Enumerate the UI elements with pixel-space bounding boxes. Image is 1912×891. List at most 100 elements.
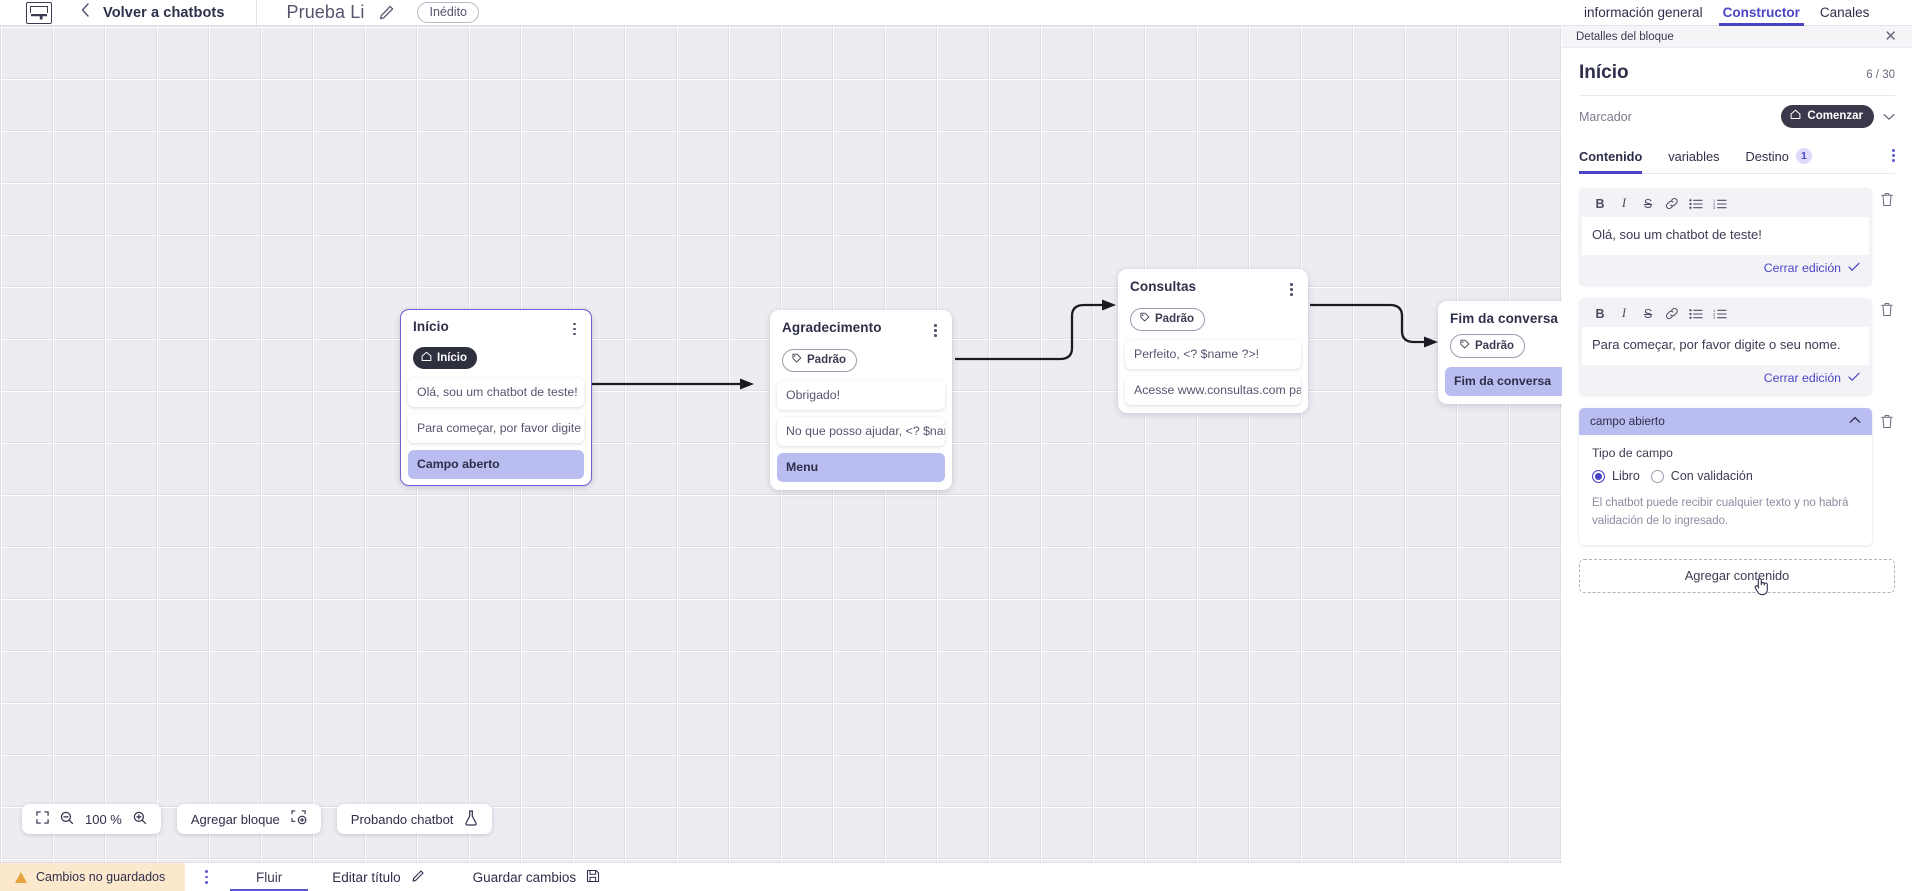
test-chatbot-button[interactable]: Probando chatbot <box>336 804 493 834</box>
open-field-title: campo abierto <box>1590 414 1665 429</box>
link-icon[interactable] <box>1660 305 1684 322</box>
bold-icon[interactable]: B <box>1595 306 1605 321</box>
zoom-level: 100 % <box>85 811 122 827</box>
link-icon[interactable] <box>1660 195 1684 212</box>
back-to-chatbots-link[interactable]: Volver a chatbots <box>103 4 225 21</box>
marker-start-badge[interactable]: Comenzar <box>1781 105 1874 128</box>
chevron-down-icon[interactable] <box>1883 110 1895 124</box>
svg-text:3: 3 <box>1713 315 1715 320</box>
marker-row: Marcador Comenzar <box>1579 96 1895 134</box>
node-message[interactable]: Obrigado! <box>777 381 945 411</box>
chevron-left-icon[interactable] <box>80 2 90 21</box>
field-type-label: Tipo de campo <box>1592 446 1673 461</box>
tab-fluir[interactable]: Fluir <box>230 863 309 891</box>
brand-logo-icon[interactable] <box>26 1 52 24</box>
node-header: Agradecimento <box>770 320 952 341</box>
node-tag-label: Padrão <box>1475 339 1514 352</box>
tab-destino[interactable]: Destino 1 <box>1745 142 1812 173</box>
trash-icon[interactable] <box>1879 408 1895 429</box>
pencil-icon[interactable] <box>378 4 395 21</box>
save-changes-button[interactable]: Guardar cambios <box>449 869 625 886</box>
marker-control[interactable]: Comenzar <box>1781 105 1895 128</box>
flow-node-agradecimento[interactable]: Agradecimento Padrão Obrigado! No que po… <box>770 310 952 491</box>
bullet-list-icon[interactable] <box>1684 305 1708 322</box>
panel-tab-bar: información general Constructor Canales <box>1562 0 1912 26</box>
italic-icon[interactable]: I <box>1621 306 1627 321</box>
check-icon[interactable] <box>1848 261 1860 275</box>
node-message[interactable]: Olá, sou um chatbot de teste! <box>408 377 584 407</box>
node-message[interactable]: No que posso ajudar, <? $name ... <box>777 417 945 447</box>
flow-canvas[interactable]: Início Início Olá, sou um chatbot de tes… <box>0 26 1562 862</box>
node-message[interactable]: Para começar, por favor digite o ... <box>408 413 584 443</box>
save-changes-label: Guardar cambios <box>472 869 577 885</box>
bullet-list-icon[interactable] <box>1684 195 1708 212</box>
tab-canales[interactable]: Canales <box>1819 5 1870 20</box>
field-type-options: Libro Con validación <box>1592 469 1859 483</box>
kebab-menu-icon[interactable] <box>205 870 209 884</box>
node-message-highlighted[interactable]: Menu <box>777 453 945 483</box>
zoom-controls[interactable]: 100 % <box>22 804 161 834</box>
add-block-button[interactable]: Agregar bloque <box>176 804 321 834</box>
panel-title-row: Início 6 / 30 <box>1579 48 1895 96</box>
tab-informacion-general[interactable]: información general <box>1584 5 1703 20</box>
flow-node-consultas[interactable]: Consultas Padrão Perfeito, <? $name ?>! … <box>1118 269 1308 414</box>
block-details-panel: información general Constructor Canales … <box>1562 0 1912 891</box>
node-message[interactable]: Perfeito, <? $name ?>! <box>1125 340 1301 370</box>
node-message-highlighted[interactable]: Campo aberto <box>408 449 584 479</box>
editor-text-value[interactable]: Para começar, por favor digite o seu nom… <box>1582 327 1869 366</box>
svg-text:1: 1 <box>1713 198 1715 203</box>
flow-node-fim-da-conversa[interactable]: Fim da conversa Padrão Fim da conversa <box>1438 301 1562 404</box>
check-icon[interactable] <box>1848 371 1860 385</box>
radio-libro-label: Libro <box>1612 469 1640 484</box>
node-tag-label: Padrão <box>807 354 846 367</box>
node-title: Consultas <box>1130 279 1197 294</box>
node-message-highlighted[interactable]: Fim da conversa <box>1445 366 1562 396</box>
zoom-in-icon[interactable] <box>133 811 147 828</box>
trash-icon[interactable] <box>1879 188 1895 207</box>
add-content-button[interactable]: Agregar contenido <box>1579 558 1895 596</box>
radio-con-validacion[interactable]: Con validación <box>1650 469 1753 483</box>
radio-libro[interactable]: Libro <box>1592 469 1640 483</box>
add-block-icon <box>291 810 307 828</box>
zoom-out-icon[interactable] <box>60 811 74 828</box>
kebab-menu-icon[interactable] <box>1892 148 1895 167</box>
canvas-toolbar: 100 % Agregar bloque Probando chatbot <box>22 804 493 834</box>
node-message[interactable]: Acesse www.consultas.com par... <box>1125 376 1301 406</box>
content-tab-bar: Contenido variables Destino 1 <box>1579 142 1895 174</box>
trash-icon[interactable] <box>1879 298 1895 317</box>
strikethrough-icon[interactable]: S <box>1643 306 1653 321</box>
node-tag-default: Padrão <box>1450 334 1525 358</box>
strikethrough-icon[interactable]: S <box>1643 196 1653 211</box>
tab-constructor[interactable]: Constructor <box>1713 0 1810 26</box>
kebab-menu-icon[interactable] <box>1288 279 1295 300</box>
tab-variables[interactable]: variables <box>1668 143 1719 173</box>
edit-title-button[interactable]: Editar título <box>308 869 448 886</box>
close-edition-link[interactable]: Cerrar edición <box>1763 261 1841 276</box>
open-field-header[interactable]: campo abierto <box>1579 408 1872 436</box>
node-tag-row: Padrão <box>770 341 952 373</box>
chevron-up-icon[interactable] <box>1849 415 1861 427</box>
fit-screen-icon[interactable] <box>36 811 49 827</box>
tab-contenido[interactable]: Contenido <box>1579 143 1643 174</box>
kebab-menu-icon[interactable] <box>932 320 939 341</box>
bold-icon[interactable]: B <box>1595 196 1605 211</box>
node-tag-label: Início <box>437 351 468 364</box>
flow-node-inicio[interactable]: Início Início Olá, sou um chatbot de tes… <box>400 309 592 487</box>
close-icon[interactable]: ✕ <box>1884 28 1897 45</box>
italic-icon[interactable]: I <box>1621 196 1627 210</box>
home-icon <box>1790 109 1801 123</box>
close-edition-link[interactable]: Cerrar edición <box>1763 371 1841 386</box>
svg-text:2: 2 <box>1713 311 1715 316</box>
block-counter: 6 / 30 <box>1866 69 1895 81</box>
marker-label: Marcador <box>1579 109 1632 124</box>
editor-text-value[interactable]: Olá, sou um chatbot de teste! <box>1582 217 1869 256</box>
open-field-card[interactable]: campo abierto Tipo de campo Libro <box>1579 408 1872 545</box>
kebab-menu-icon[interactable] <box>571 319 578 340</box>
